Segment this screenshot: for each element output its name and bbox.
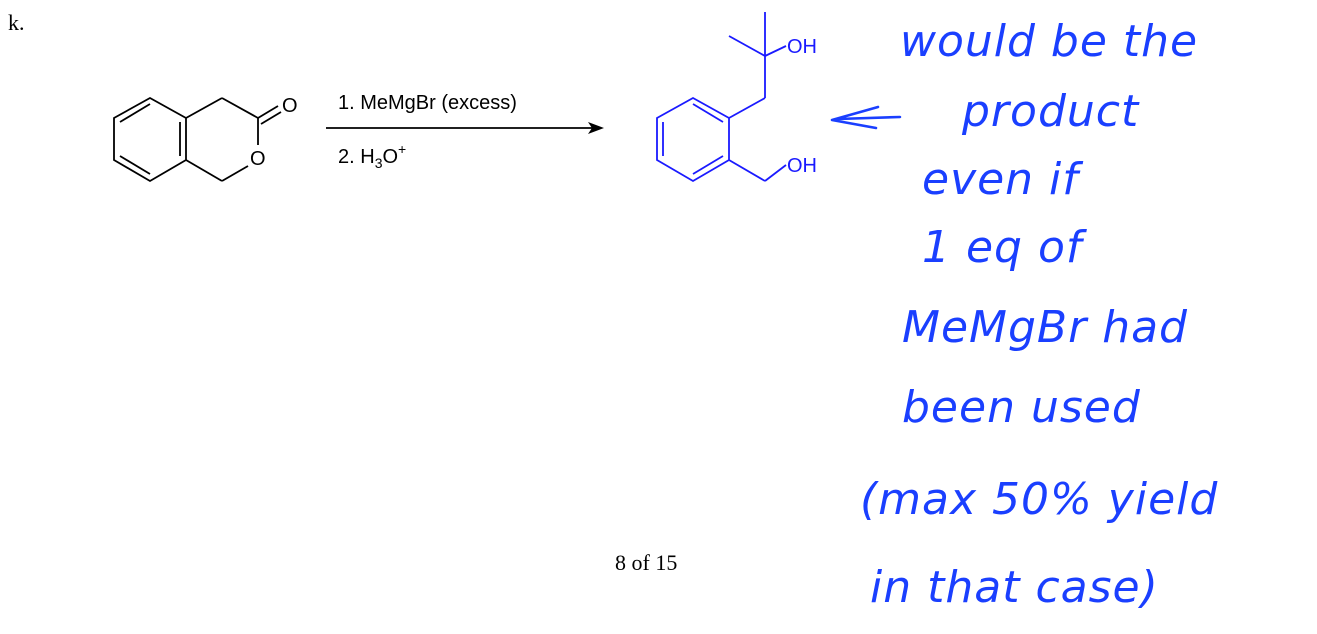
product-methyl-bond xyxy=(728,35,766,57)
annotation-line-1: would be the xyxy=(900,16,1199,67)
reactant-structure xyxy=(113,96,282,183)
reactant-bond xyxy=(221,97,259,119)
annotation-line-7: (max 50% yield xyxy=(860,474,1219,525)
reactant-double-bond xyxy=(119,103,151,123)
product-double-bond xyxy=(692,155,724,175)
product-bond xyxy=(728,97,766,119)
reactant-bond xyxy=(185,97,223,119)
condition-step-2: 2. H3O+ xyxy=(338,141,406,171)
reactant-double-bond xyxy=(119,155,151,175)
reactant-carbonyl-bond xyxy=(260,111,282,125)
reactant-carbonyl-oxygen: O xyxy=(282,95,298,117)
annotation-line-4: 1 eq of xyxy=(922,222,1083,273)
reactant-benzene-ring xyxy=(113,96,187,183)
annotation-line-8: in that case) xyxy=(870,562,1159,613)
arrow-head xyxy=(588,122,604,134)
product-double-bond xyxy=(692,103,724,123)
product-tertiary-hydroxyl: OH xyxy=(787,36,817,58)
problem-letter: k. xyxy=(8,10,25,35)
product-oh-bond xyxy=(764,45,787,57)
product-bond xyxy=(728,159,766,182)
annotation-line-5: MeMgBr had xyxy=(902,302,1188,353)
product-oh-bond xyxy=(764,164,787,182)
reactant-bond xyxy=(221,165,249,182)
annotation-line-3: even if xyxy=(922,154,1079,205)
page-number: 8 of 15 xyxy=(615,550,678,575)
product-primary-hydroxyl: OH xyxy=(787,155,817,177)
annotation-line-6: been used xyxy=(902,382,1141,433)
annotation-line-2: product xyxy=(962,86,1140,137)
product-structure xyxy=(656,12,787,183)
reactant-carbonyl-bond xyxy=(257,105,279,119)
reactant-bond xyxy=(185,159,223,182)
annotation-arrow xyxy=(830,105,902,130)
product-benzene-ring xyxy=(656,96,730,183)
condition-step-1: 1. MeMgBr (excess) xyxy=(338,92,517,114)
reactant-ring-oxygen: O xyxy=(250,148,266,170)
